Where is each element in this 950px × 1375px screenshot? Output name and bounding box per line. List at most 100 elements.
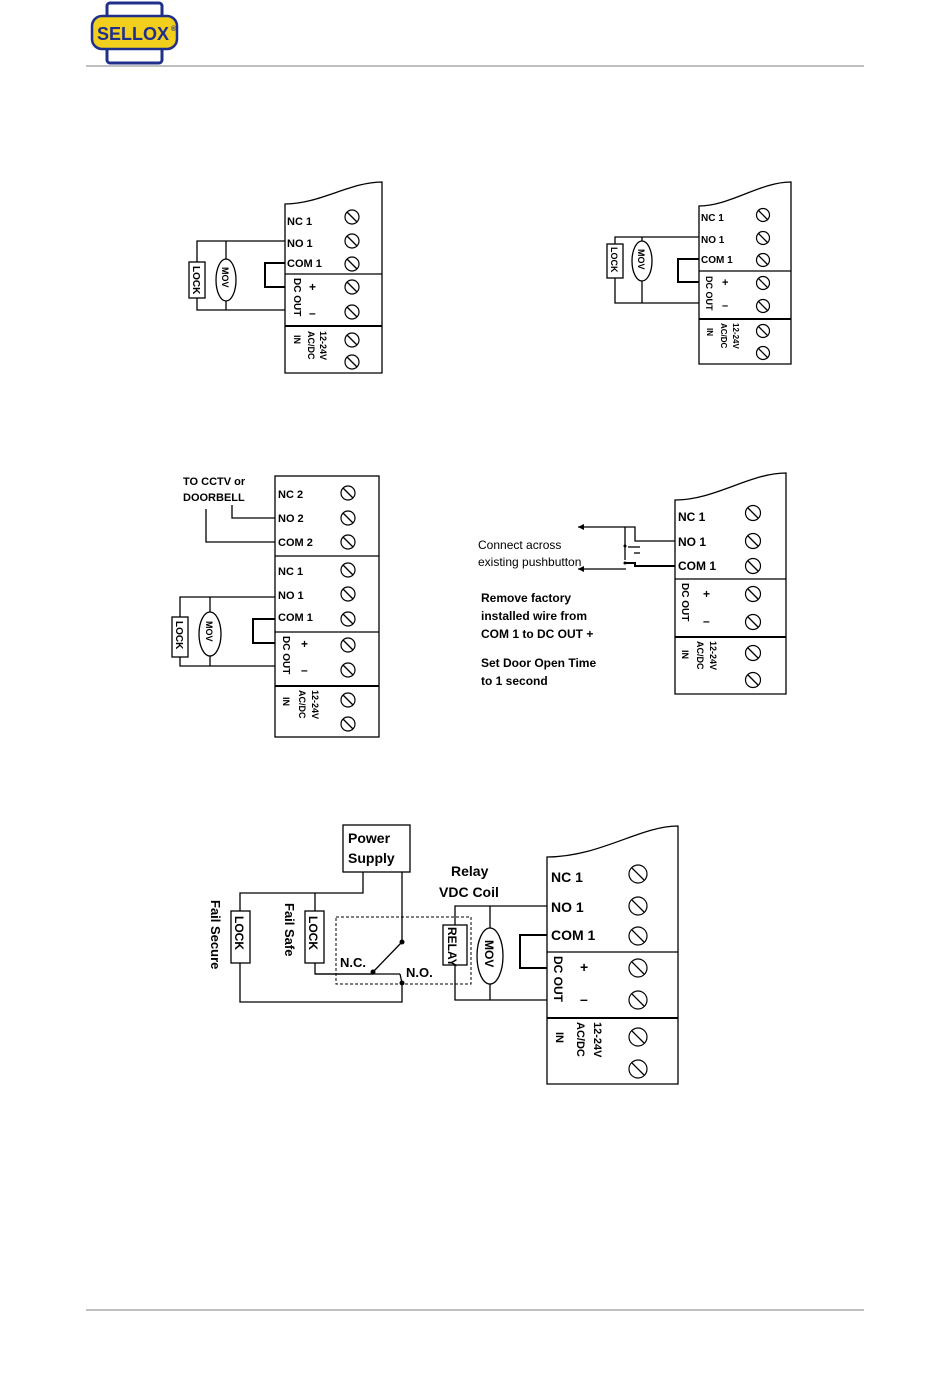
terminal-plus-label: + xyxy=(703,587,710,601)
terminal-no1-label: NO 1 xyxy=(701,235,725,246)
terminal-block: NC 1 NO 1 COM 1 + – DC OUT 12-24V AC/DC … xyxy=(546,825,679,1085)
terminal-nc1-label: NC 1 xyxy=(287,216,312,228)
screw-icon xyxy=(755,323,771,339)
terminal-nc1-label: NC 1 xyxy=(701,213,724,224)
screw-icon xyxy=(744,671,762,689)
terminal-input-label-3: IN xyxy=(292,335,302,344)
screw-icon xyxy=(340,692,356,708)
wiring xyxy=(239,872,547,1003)
logo-registered-mark: ® xyxy=(171,25,177,33)
screw-icon xyxy=(340,716,356,732)
terminal-no1-label: NO 1 xyxy=(287,238,313,250)
screw-icon xyxy=(755,298,771,314)
terminal-dc-out-label: DC OUT xyxy=(551,956,565,1003)
wiring xyxy=(179,505,275,667)
pushbutton-wiring xyxy=(578,524,675,572)
terminal-minus-label: – xyxy=(309,306,316,320)
lock-component: LOCK xyxy=(188,261,206,299)
terminal-nc1-label: NC 1 xyxy=(278,566,303,578)
terminal-input-label-2: AC/DC xyxy=(695,641,705,670)
terminal-input-label-2: AC/DC xyxy=(574,1022,586,1057)
terminal-plus-label: + xyxy=(580,959,588,975)
screw-icon xyxy=(344,279,360,295)
screw-icon xyxy=(744,504,762,522)
screw-icon xyxy=(340,510,356,526)
terminal-input-label-2: AC/DC xyxy=(719,323,728,349)
screw-icon xyxy=(340,637,356,653)
terminal-input-label-2: AC/DC xyxy=(297,690,307,719)
wiring-diagram-3: NC 2 NO 2 COM 2 NC 1 NO 1 COM 1 + – DC O… xyxy=(171,475,380,738)
screw-icon xyxy=(344,209,360,225)
terminal-block: NC 1 NO 1 COM 1 + – DC OUT 12-24V AC/DC … xyxy=(674,472,787,695)
lock-component: LOCK xyxy=(171,616,189,658)
terminal-input-label-1: 12-24V xyxy=(318,331,328,360)
terminal-input-label-1: 12-24V xyxy=(591,1022,603,1058)
relay-coil-label-line2: VDC Coil xyxy=(439,884,499,900)
wiring-diagram-4: NC 1 NO 1 COM 1 + – DC OUT 12-24V AC/DC … xyxy=(478,472,787,695)
terminal-minus-label: – xyxy=(703,614,710,628)
nc-contact-label: N.C. xyxy=(340,955,366,970)
mov-component: MOV xyxy=(198,611,222,657)
mov-label: MOV xyxy=(220,267,230,288)
logo-text: SELLOX xyxy=(97,24,169,44)
terminal-com1-label: COM 1 xyxy=(678,559,716,573)
terminal-block: NC 2 NO 2 COM 2 NC 1 NO 1 COM 1 + – DC O… xyxy=(274,475,380,738)
terminal-block: NC 1 NO 1 COM 1 + – DC OUT 12-24V AC/DC … xyxy=(284,181,383,374)
factory-wire-note-line2: installed wire from xyxy=(481,609,587,623)
lock-component: LOCK xyxy=(606,243,624,279)
pushbutton-note-line2: existing pushbutton xyxy=(478,555,581,569)
terminal-com1-label: COM 1 xyxy=(551,927,596,943)
wiring-diagram-5: NC 1 NO 1 COM 1 + – DC OUT 12-24V AC/DC … xyxy=(208,824,679,1085)
terminal-minus-label: – xyxy=(301,663,308,677)
terminal-com2-label: COM 2 xyxy=(278,537,313,549)
screw-icon xyxy=(344,304,360,320)
terminal-dc-out-label: DC OUT xyxy=(704,276,714,311)
screw-icon xyxy=(340,562,356,578)
terminal-dc-out-label: DC OUT xyxy=(291,278,302,316)
terminal-input-label-3: IN xyxy=(553,1032,565,1043)
fail-secure-label: Fail Secure xyxy=(208,900,223,969)
screw-icon xyxy=(340,586,356,602)
screw-icon xyxy=(628,990,648,1010)
sellox-logo: SELLOX ® xyxy=(90,1,179,65)
mov-label: MOV xyxy=(204,621,214,642)
door-time-note-line1: Set Door Open Time xyxy=(481,656,596,670)
wiring-diagram-1: NC 1 NO 1 COM 1 + – DC OUT 12-24V AC/DC … xyxy=(188,181,383,374)
wiring xyxy=(196,240,285,311)
terminal-input-label-1: 12-24V xyxy=(731,323,740,349)
lock-label: LOCK xyxy=(173,621,184,650)
relay-label: RELAY xyxy=(445,927,459,967)
mov-component: MOV xyxy=(215,258,237,302)
terminal-minus-label: – xyxy=(722,300,728,312)
terminal-no1-label: NO 1 xyxy=(551,899,584,915)
screw-icon xyxy=(628,926,648,946)
mov-component: MOV xyxy=(476,927,504,985)
screw-icon xyxy=(628,1059,648,1079)
relay-enclosure xyxy=(335,916,472,985)
no-contact-label: N.O. xyxy=(406,965,433,980)
screw-icon xyxy=(344,233,360,249)
factory-wire-note-line3: COM 1 to DC OUT + xyxy=(481,627,593,641)
mov-label: MOV xyxy=(482,940,496,967)
screw-icon xyxy=(755,252,771,268)
screw-icon xyxy=(340,534,356,550)
lock-label: LOCK xyxy=(306,916,320,950)
relay-coil: RELAY xyxy=(442,924,468,967)
screw-icon xyxy=(755,207,771,223)
mov-component: MOV xyxy=(631,240,653,282)
screw-icon xyxy=(755,275,771,291)
lock-label: LOCK xyxy=(232,916,246,950)
screw-icon xyxy=(744,613,762,631)
relay-common-contact xyxy=(399,939,405,945)
terminal-com1-label: COM 1 xyxy=(287,258,322,270)
factory-wire-note-line1: Remove factory xyxy=(481,591,571,605)
relay-no-contact xyxy=(399,980,405,986)
screw-icon xyxy=(344,256,360,272)
screw-icon xyxy=(340,485,356,501)
terminal-plus-label: + xyxy=(309,280,316,294)
power-supply-box: Power Supply xyxy=(342,824,411,873)
lock-fail-secure: LOCK xyxy=(230,910,251,964)
wiring-diagram-2: NC 1 NO 1 COM 1 + – DC OUT 12-24V AC/DC … xyxy=(606,181,792,365)
